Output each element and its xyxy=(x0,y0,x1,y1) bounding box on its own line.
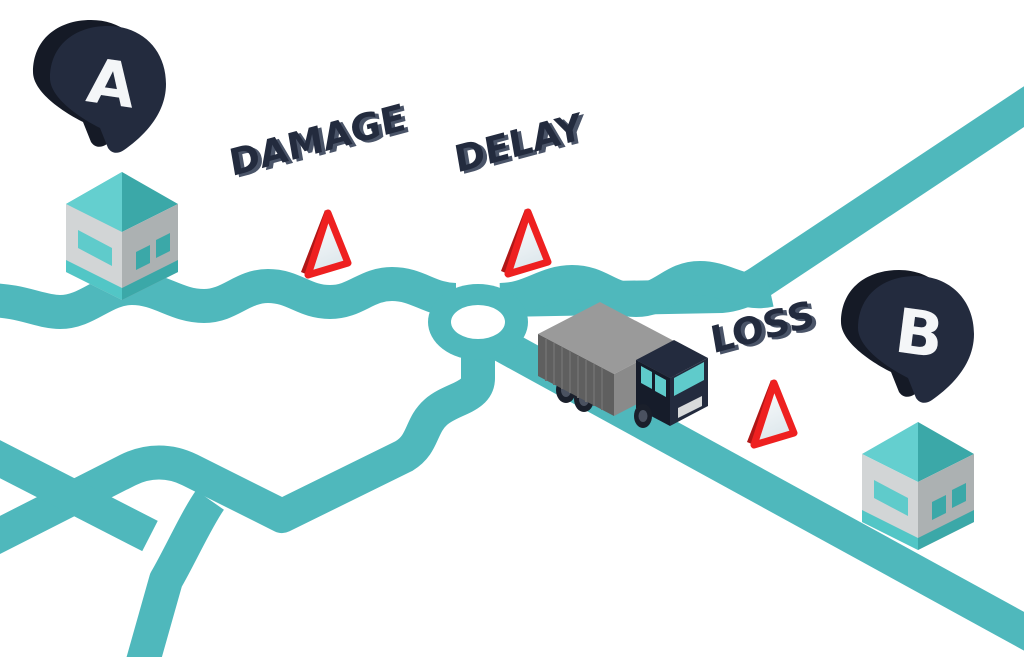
marker-b-letter: B xyxy=(894,294,946,374)
marker-a-letter: A xyxy=(80,43,138,124)
marker-a-face xyxy=(50,26,166,153)
cab-window-left-a xyxy=(641,366,652,389)
warning-triangle-outline xyxy=(750,379,798,449)
truck-cab xyxy=(634,340,708,428)
road-main-wavy-west xyxy=(202,267,458,323)
truck-trailer-ribs xyxy=(545,339,603,410)
road-west-wave xyxy=(0,271,206,329)
marker-a[interactable]: A xyxy=(33,20,166,153)
building-roof-right xyxy=(918,422,974,482)
warning-triangle-fill xyxy=(754,383,794,445)
warning-triangle-outline xyxy=(504,208,552,278)
delivery-truck xyxy=(538,302,708,428)
building-base-right xyxy=(918,510,974,550)
risk-label-delay: DELAY DELAY xyxy=(447,105,597,182)
building-roof-right xyxy=(122,172,178,232)
road-main-wavy-east xyxy=(498,261,774,317)
warning-signs xyxy=(301,208,798,449)
building-window-left xyxy=(78,230,112,266)
building-window-right-1 xyxy=(932,495,946,520)
cab-windshield xyxy=(674,362,704,396)
warning-triangle-fill xyxy=(508,212,548,274)
risk-label-damage-text: DAMAGE xyxy=(222,97,413,184)
building-base-right xyxy=(122,260,178,300)
building-roof-left-upper xyxy=(66,172,122,232)
roundabout xyxy=(428,284,528,360)
building-base-left xyxy=(66,260,122,300)
warning-triangle-fill xyxy=(308,213,348,275)
road-left-stub xyxy=(0,440,158,552)
building-window-right-1 xyxy=(136,245,150,270)
cab-bumper xyxy=(678,396,702,418)
warning-damage xyxy=(301,209,352,279)
cab-roof xyxy=(636,340,708,378)
building-b xyxy=(862,422,974,550)
marker-b[interactable]: B xyxy=(841,270,974,403)
marker-b-face xyxy=(858,276,974,403)
building-window-left xyxy=(874,480,908,516)
risk-label-damage: DAMAGE DAMAGE xyxy=(222,97,417,186)
warning-loss xyxy=(747,379,798,449)
warning-triangle-outline xyxy=(304,209,352,279)
building-base-left xyxy=(862,510,918,550)
road-network xyxy=(0,86,1024,657)
cab-window-left-b xyxy=(655,374,666,397)
building-window-right-2 xyxy=(156,233,170,258)
warning-delay xyxy=(501,208,552,278)
building-window-right-2 xyxy=(952,483,966,508)
truck-trailer-top xyxy=(538,302,676,374)
building-a xyxy=(66,172,178,300)
road-south-branch xyxy=(0,350,495,554)
risk-label-delay-text: DELAY xyxy=(447,105,593,180)
building-roof-left xyxy=(862,422,918,482)
road-bottom-branch xyxy=(126,490,225,657)
